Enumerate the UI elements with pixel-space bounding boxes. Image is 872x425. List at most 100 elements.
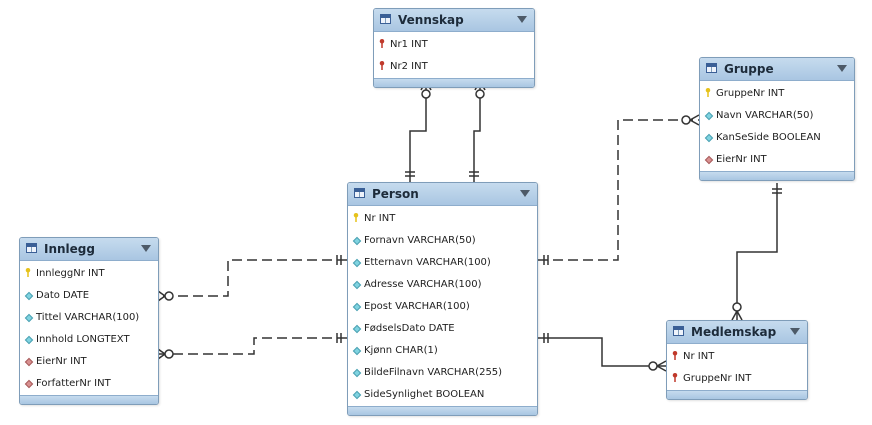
column-row[interactable]: GruppeNr INT: [700, 83, 854, 105]
column-label: GruppeNr INT: [716, 88, 785, 99]
column-row[interactable]: Fornavn VARCHAR(50): [348, 230, 537, 252]
column-row[interactable]: Etternavn VARCHAR(100): [348, 252, 537, 274]
gold-key-icon: [705, 88, 711, 97]
table-icon: [26, 243, 37, 253]
column-row[interactable]: Nr INT: [667, 346, 807, 368]
column-label: Innhold LONGTEXT: [36, 334, 130, 345]
column-row[interactable]: Nr1 INT: [374, 34, 534, 56]
entity-medlemskap[interactable]: Medlemskap Nr INT GruppeNr INT: [666, 320, 808, 400]
column-label: BildeFilnavn VARCHAR(255): [364, 367, 503, 378]
table-icon: [673, 326, 684, 336]
entity-header[interactable]: Medlemskap: [667, 321, 807, 344]
relationship-person-innlegg-forfatter: [157, 333, 347, 360]
relationship-vennskap-nr2-person: [469, 80, 486, 182]
red-key-icon: [672, 351, 678, 360]
column-row[interactable]: Kjønn CHAR(1): [348, 340, 537, 362]
relationship-gruppe-person: [538, 114, 700, 265]
column-list: InnleggNr INT Dato DATE Tittel VARCHAR(1…: [20, 261, 158, 395]
entity-header[interactable]: Innlegg: [20, 238, 158, 261]
relationship-gruppe-medlemskap: [731, 183, 782, 321]
column-row[interactable]: InnleggNr INT: [20, 263, 158, 285]
column-row[interactable]: Innhold LONGTEXT: [20, 329, 158, 351]
entity-header[interactable]: Person: [348, 183, 537, 206]
column-label: Navn VARCHAR(50): [716, 110, 814, 121]
entity-footer: [20, 395, 158, 404]
entity-title: Person: [372, 187, 419, 201]
entity-footer: [700, 171, 854, 180]
column-label: Nr INT: [364, 213, 396, 224]
entity-vennskap[interactable]: Vennskap Nr1 INT Nr2 INT: [373, 8, 535, 88]
entity-title: Gruppe: [724, 62, 774, 76]
column-list: Nr INT GruppeNr INT: [667, 344, 807, 390]
column-row[interactable]: Tittel VARCHAR(100): [20, 307, 158, 329]
column-label: InnleggNr INT: [36, 268, 105, 279]
blue-diamond-icon: [352, 346, 362, 356]
column-row[interactable]: EierNr INT: [20, 351, 158, 373]
column-row[interactable]: BildeFilnavn VARCHAR(255): [348, 362, 537, 384]
red-key-icon: [379, 61, 385, 70]
column-label: Nr INT: [683, 351, 715, 362]
column-label: ForfatterNr INT: [36, 378, 111, 389]
entity-title: Vennskap: [398, 13, 464, 27]
column-row[interactable]: Adresse VARCHAR(100): [348, 274, 537, 296]
entity-person[interactable]: Person Nr INT Fornavn VARCHAR(50) Ettern…: [347, 182, 538, 416]
collapse-arrow-icon[interactable]: [141, 245, 151, 252]
table-icon: [706, 63, 717, 73]
column-label: Epost VARCHAR(100): [364, 301, 470, 312]
column-label: Fornavn VARCHAR(50): [364, 235, 476, 246]
column-label: Etternavn VARCHAR(100): [364, 257, 491, 268]
column-list: GruppeNr INT Navn VARCHAR(50) KanSeSide …: [700, 81, 854, 171]
relationship-person-innlegg-eier: [157, 255, 347, 302]
column-label: FødselsDato DATE: [364, 323, 455, 334]
blue-diamond-icon: [24, 335, 34, 345]
column-row[interactable]: SideSynlighet BOOLEAN: [348, 384, 537, 406]
entity-gruppe[interactable]: Gruppe GruppeNr INT Navn VARCHAR(50) Kan…: [699, 57, 855, 181]
column-label: Adresse VARCHAR(100): [364, 279, 482, 290]
entity-footer: [348, 406, 537, 415]
column-row[interactable]: KanSeSide BOOLEAN: [700, 127, 854, 149]
column-label: EierNr INT: [36, 356, 87, 367]
column-row[interactable]: ForfatterNr INT: [20, 373, 158, 395]
entity-header[interactable]: Gruppe: [700, 58, 854, 81]
collapse-arrow-icon[interactable]: [517, 16, 527, 23]
blue-diamond-icon: [352, 368, 362, 378]
relationship-person-medlemskap: [538, 333, 667, 372]
entity-header[interactable]: Vennskap: [374, 9, 534, 32]
collapse-arrow-icon[interactable]: [520, 190, 530, 197]
entity-innlegg[interactable]: Innlegg InnleggNr INT Dato DATE Tittel V…: [19, 237, 159, 405]
column-label: Nr2 INT: [390, 61, 428, 72]
blue-diamond-icon: [352, 280, 362, 290]
red-diamond-icon: [704, 155, 714, 165]
column-row[interactable]: Nr INT: [348, 208, 537, 230]
red-diamond-icon: [24, 379, 34, 389]
column-label: Nr1 INT: [390, 39, 428, 50]
blue-diamond-icon: [352, 258, 362, 268]
collapse-arrow-icon[interactable]: [837, 65, 847, 72]
gold-key-icon: [353, 213, 359, 222]
entity-footer: [374, 78, 534, 87]
blue-diamond-icon: [704, 111, 714, 121]
relationship-vennskap-nr1-person: [405, 80, 432, 182]
red-key-icon: [672, 373, 678, 382]
column-row[interactable]: Nr2 INT: [374, 56, 534, 78]
column-row[interactable]: EierNr INT: [700, 149, 854, 171]
column-row[interactable]: Epost VARCHAR(100): [348, 296, 537, 318]
column-row[interactable]: FødselsDato DATE: [348, 318, 537, 340]
column-row[interactable]: Dato DATE: [20, 285, 158, 307]
entity-title: Innlegg: [44, 242, 95, 256]
column-row[interactable]: GruppeNr INT: [667, 368, 807, 390]
column-row[interactable]: Navn VARCHAR(50): [700, 105, 854, 127]
blue-diamond-icon: [704, 133, 714, 143]
column-label: Kjønn CHAR(1): [364, 345, 438, 356]
column-label: KanSeSide BOOLEAN: [716, 132, 821, 143]
column-label: GruppeNr INT: [683, 373, 752, 384]
collapse-arrow-icon[interactable]: [790, 328, 800, 335]
table-icon: [354, 188, 365, 198]
blue-diamond-icon: [352, 324, 362, 334]
blue-diamond-icon: [352, 390, 362, 400]
column-label: Tittel VARCHAR(100): [36, 312, 140, 323]
blue-diamond-icon: [352, 236, 362, 246]
red-key-icon: [379, 39, 385, 48]
